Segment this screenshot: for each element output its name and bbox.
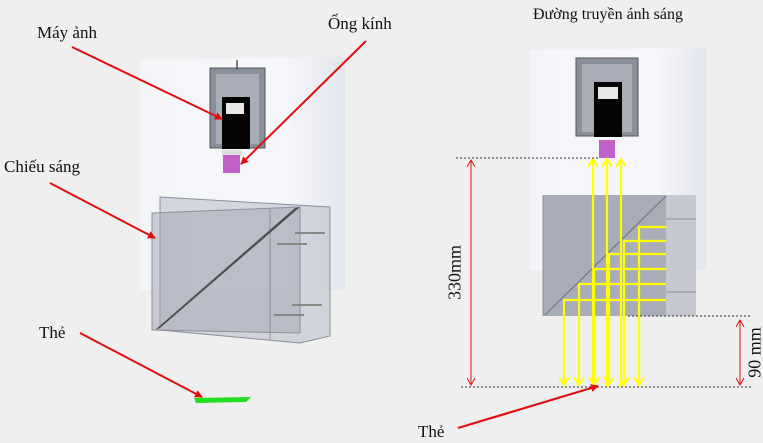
lens-pointer-arrow [240,40,367,165]
camera-assembly-right [575,57,639,158]
lens-right [599,140,615,158]
camera-assembly [209,60,266,173]
card-label-right: Thẻ [418,422,445,441]
light-ray [579,282,666,385]
dimension-90-label: 90 mm [744,327,763,378]
card-pointer-arrow-right [457,384,599,430]
light-ray [639,225,666,385]
lighting-label: Chiếu sáng [4,157,81,176]
card-pointer-arrow [79,332,203,398]
camera-label: Máy ảnh [37,23,97,42]
card [194,397,251,403]
light-rays [564,159,666,387]
lens [223,155,240,173]
light-ray [564,298,666,385]
lens-label: Ống kính [328,14,392,33]
left-3d-model [49,40,367,403]
dimension-330-label: 330mm [444,245,465,301]
card-label: Thẻ [39,323,66,342]
camera-pointer-arrow [71,46,223,120]
light-ray [609,252,666,385]
right-light-path [456,48,752,430]
lighting-box [151,196,331,344]
light-path-title: Đường truyền ánh sáng [533,6,683,23]
lighting-box-side [542,195,696,316]
dimension-guides [456,157,752,388]
lighting-pointer-arrow [49,182,156,239]
light-ray [624,239,666,385]
